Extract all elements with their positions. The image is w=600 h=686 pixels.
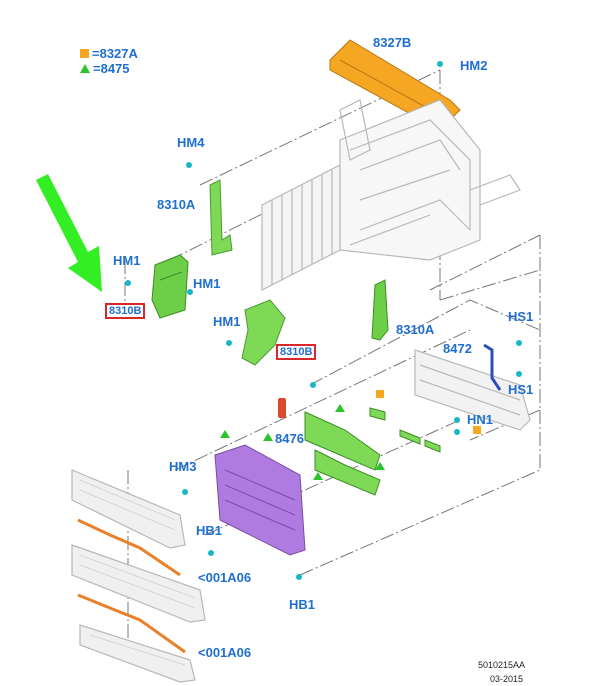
orange-square-markers <box>376 390 481 434</box>
label-hb1-bottom: HB1 <box>289 597 316 612</box>
air-deflector-green <box>304 407 441 496</box>
label-hb1-left: HB1 <box>196 523 223 538</box>
label-001A06-a: <001A06 <box>198 570 252 585</box>
drawing-code: 5010215AA <box>478 660 526 670</box>
grille-mesh <box>79 479 196 666</box>
label-8472: 8472 <box>443 341 472 356</box>
label-hn1: HN1 <box>467 412 494 427</box>
label-hm3: HM3 <box>169 459 197 474</box>
label-hm2: HM2 <box>460 58 488 73</box>
bumper-reinforcement <box>414 349 531 431</box>
label-001A06-b: <001A06 <box>198 645 252 660</box>
legend-item-8475: =8475 <box>80 61 138 76</box>
label-8476: 8476 <box>275 431 304 446</box>
part-8472 <box>483 343 502 391</box>
legend-item-8327A: =8327A <box>80 46 138 61</box>
label-hm4: HM4 <box>177 135 205 150</box>
label-hm1-a: HM1 <box>113 253 141 268</box>
part-8310A-lower <box>371 279 389 341</box>
label-8310A-lower: 8310A <box>396 322 435 337</box>
green-triangle-markers <box>220 404 385 480</box>
highlight-arrow <box>36 174 102 292</box>
orange-square-icon <box>80 49 89 58</box>
part-8476 <box>278 398 286 418</box>
radiator-assembly <box>261 99 521 291</box>
deflector-strips <box>77 518 186 654</box>
label-hm1-c: HM1 <box>213 314 241 329</box>
part-8310A-upper <box>209 179 233 256</box>
label-hm1-b: HM1 <box>193 276 221 291</box>
label-8310B-highlighted-b: 8310B <box>276 344 317 360</box>
part-8310B-left <box>151 254 189 319</box>
part-8310B-right <box>241 299 286 366</box>
fastener-dots <box>125 61 522 580</box>
green-triangle-icon <box>80 64 90 73</box>
label-8327B: 8327B <box>373 35 412 50</box>
label-8310B-highlighted-a: 8310B <box>105 303 146 319</box>
label-8310A-upper: 8310A <box>157 197 196 212</box>
drawing-date: 03-2015 <box>490 674 524 684</box>
shutter-vanes <box>224 469 296 531</box>
legend: =8327A =8475 <box>80 46 138 76</box>
label-hs1-bottom: HS1 <box>508 382 534 397</box>
label-hs1-top: HS1 <box>508 309 534 324</box>
